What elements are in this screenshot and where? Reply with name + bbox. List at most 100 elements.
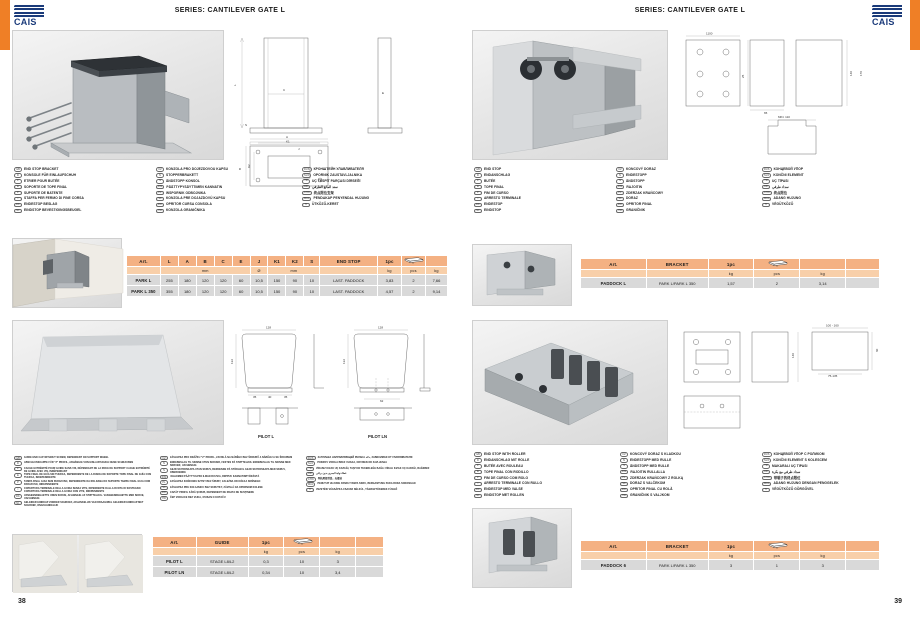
legend-text: STOPPERBRAKETT: [166, 172, 199, 177]
accent-bar-right: [910, 0, 920, 50]
col-pallet-icon: [283, 536, 321, 548]
language-code-badge: NL: [474, 208, 482, 213]
legend-text: KONSOLE FÜR EINLAUFSCHUH: [24, 172, 77, 177]
language-code-badge: CHN: [762, 475, 772, 481]
svg-text:B: B: [238, 168, 242, 170]
legend-text: BUTÉE: [484, 178, 496, 183]
legend-text: سداد طرفي: [772, 184, 789, 189]
svg-text:1100: 1100: [706, 32, 713, 36]
cell-art: PARK L: [126, 274, 161, 286]
unit-blank: [845, 269, 880, 278]
legend-text: ENDESTOP BESLAG: [24, 202, 58, 207]
unit-row: kg pcs kg: [152, 547, 384, 556]
unit-row: mm Ø mm kg pcs kg: [126, 266, 449, 275]
language-code-badge: F: [14, 466, 22, 471]
cell-weight: 3: [707, 559, 755, 571]
legend-text: POKROV VODILA BREZ VIJAKA, ODVISEN OD ZA…: [317, 461, 388, 465]
product-photo-end-stop-bracket: [12, 30, 224, 160]
section-end-stop-visuals: 1100 65 25 140 170 MIN. 110: [472, 30, 908, 160]
language-code-badge: P: [474, 475, 482, 481]
language-code-badge: S: [160, 468, 168, 473]
legend-text: DORAZ S VALČEKOM: [630, 481, 666, 486]
cell-pcs: 2: [753, 277, 801, 289]
header-row: Art. BRACKET 1pc: [580, 258, 880, 270]
cell-art: PARK L 350: [126, 285, 161, 297]
language-code-badge: AR: [762, 470, 770, 475]
col-e: E: [231, 255, 251, 267]
language-code-badge: H: [762, 487, 770, 493]
col-k2: K2: [285, 255, 305, 267]
cell-weight: 4,57: [377, 285, 402, 297]
cell-weight: 3,83: [377, 274, 402, 286]
legend-text: ZAŚLEPKA KOŃCOWA SZYNY BEZ ŚRUBY, ZALEŻN…: [170, 480, 261, 484]
svg-text:K1: K1: [286, 140, 290, 144]
legend-text: ÄNDSTOPP: [626, 178, 645, 183]
page-number-left: 38: [18, 598, 26, 605]
product-photo-end-stop: [472, 30, 668, 160]
legend-text: ZDERZAK KRAŃCOWY Z ROLKĄ: [630, 475, 684, 480]
legend-text: UÇ TESPİT PARÇASI DİRSEĞİ: [312, 178, 361, 183]
technical-drawing-end-stop-bracket: L C S E A K1: [228, 30, 448, 187]
table-row: PADDOCK 6 PARK L/PARK L 350 3 1 3: [580, 559, 880, 571]
language-code-badge: I: [474, 196, 482, 202]
legend-text: VANGEENDEHAETTE UDEN SKRUE, AFHÆNGIG AF …: [24, 494, 145, 501]
legend-text: SOPORTE DE TOPE FINAL: [24, 184, 68, 189]
language-code-badge: P: [474, 190, 482, 196]
svg-text:S: S: [245, 123, 247, 127]
language-code-badge: D: [14, 173, 22, 178]
cell-pcs: 1: [753, 559, 801, 571]
legend-text: GRANIČNIK S VALJKOM: [630, 493, 670, 498]
language-code-badge: RUS: [762, 452, 772, 457]
cell-weight: 0,3: [247, 555, 285, 567]
cell-pcs: 2: [400, 285, 426, 297]
language-code-badge: PL: [156, 190, 164, 196]
legend-text: غطاء نهاية المجرى بدون براغي: [316, 471, 347, 475]
language-code-badge: N: [156, 173, 164, 178]
unit-art: [126, 266, 161, 275]
legend-text: КОНЦЕВОЙ УПОР С РОЛИКОМ: [773, 452, 825, 456]
unit-bracket: [645, 551, 709, 560]
svg-text:60: 60: [875, 348, 879, 352]
legend-text: UÇ TİPASI: [772, 178, 789, 183]
spec-table-end-stop-roller: Art. BRACKET 1pc: [580, 540, 880, 571]
product-photo-paddock-l: [472, 244, 572, 306]
cell-j: 10,5: [249, 285, 269, 297]
language-code-badge: H: [762, 202, 770, 208]
legend-text: COPERTURA TERMINALE DELLA GUIDA SENZA VI…: [24, 487, 141, 494]
col-art: Art.: [126, 255, 161, 267]
unit-mm-2: mm: [267, 266, 321, 275]
legend-text: OPRITOR FINAL: [626, 202, 653, 207]
svg-text:140: 140: [791, 353, 795, 358]
col-pallet-icon: [753, 258, 801, 270]
legend-text: سند المانع الطرفي: [312, 184, 338, 189]
cell-a: 180: [177, 274, 197, 286]
header-row: Art. BRACKET 1pc: [580, 540, 880, 552]
col-a: A: [177, 255, 197, 267]
table-row: PARK L 350 355 180 120 120 60 10,5 150 9…: [126, 285, 449, 297]
cell-pallet-kg: 9,14: [424, 285, 449, 297]
language-code-badge: HR: [620, 493, 628, 498]
language-code-badge: SLO: [302, 173, 312, 178]
